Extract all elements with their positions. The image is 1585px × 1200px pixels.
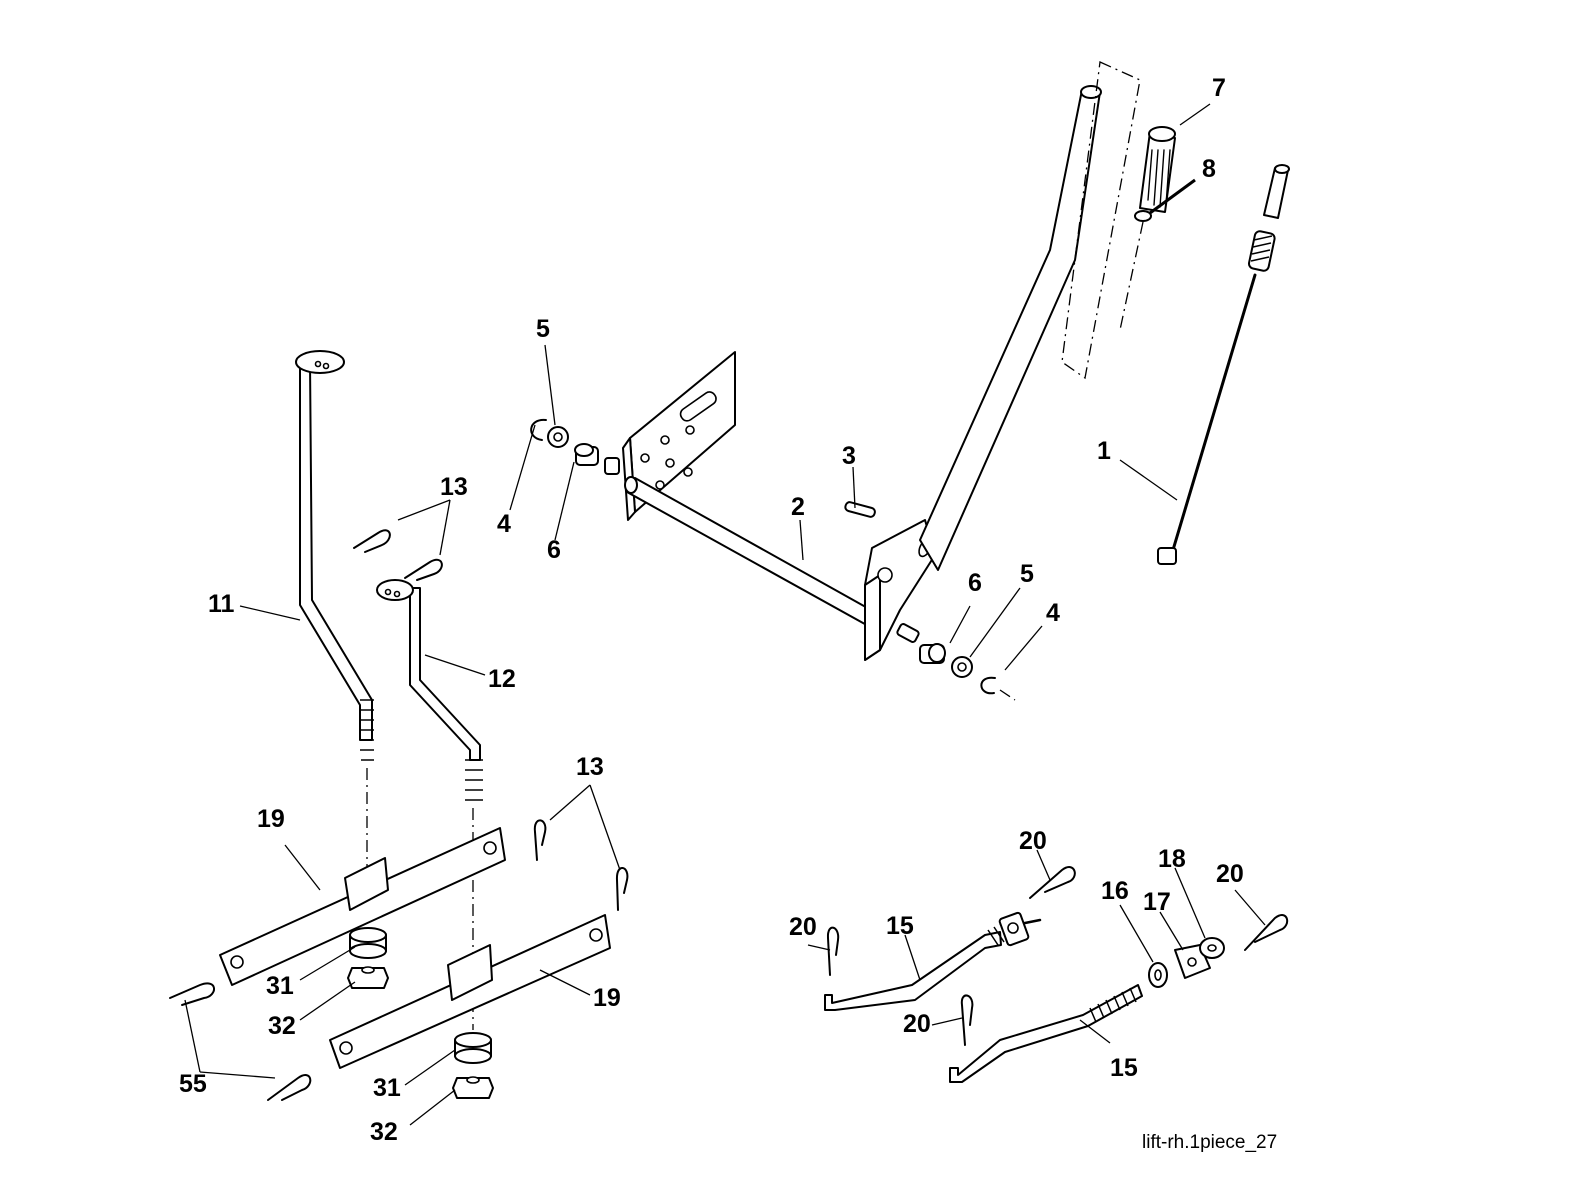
spacer-upper (349, 927, 387, 959)
callout-19-upper: 19 (257, 805, 285, 833)
callout-16: 16 (1101, 877, 1129, 905)
bushing-left (574, 443, 599, 466)
callout-20-top: 20 (1019, 827, 1047, 855)
ferrule-18 (1199, 937, 1225, 959)
bushing-right (919, 643, 946, 664)
lift-lever-arm (919, 89, 1101, 571)
lift-cable (1157, 164, 1290, 565)
nut-upper (347, 966, 389, 989)
callout-17: 17 (1143, 888, 1171, 916)
callout-31-upper: 31 (266, 972, 294, 1000)
handle-grip (1139, 126, 1176, 213)
callout-3: 3 (842, 442, 856, 470)
callout-11: 11 (208, 590, 235, 618)
callout-5-left: 5 (536, 315, 550, 343)
spacer-lower (454, 1032, 492, 1064)
hair-pin-55-a (169, 982, 215, 1006)
callout-6-left: 6 (547, 536, 561, 564)
adjust-rod-lower (949, 984, 1143, 1083)
hair-pin-20-a (1029, 866, 1076, 899)
callout-5-right: 5 (1020, 560, 1034, 588)
callout-32-upper: 32 (268, 1012, 296, 1040)
callout-20-left: 20 (789, 913, 817, 941)
hair-pin-13-b (404, 558, 443, 581)
callout-13-upper: 13 (440, 473, 468, 501)
callout-18: 18 (1158, 845, 1186, 873)
callout-19-lower: 19 (593, 984, 621, 1012)
leader-lines (184, 103, 1266, 1126)
callout-8: 8 (1202, 155, 1216, 183)
hair-pin-20-d (960, 994, 974, 1046)
callout-15-upper: 15 (886, 912, 914, 940)
callout-20-bottom: 20 (903, 1010, 931, 1038)
lift-arm-lower (329, 914, 611, 1069)
callout-2: 2 (791, 493, 805, 521)
e-clip-right (980, 676, 996, 695)
diagram-caption: lift-rh.1piece_27 (1142, 1132, 1277, 1153)
callout-4-right: 4 (1046, 599, 1060, 627)
washer-16 (1148, 962, 1168, 988)
lift-arm-upper (219, 827, 506, 986)
lift-shaft-assembly (604, 85, 1102, 661)
roll-pin (844, 501, 876, 518)
callout-31-lower: 31 (373, 1074, 401, 1102)
callout-20-right: 20 (1216, 860, 1244, 888)
hair-pin-13-c (533, 819, 547, 861)
callout-labels: 1 2 3 4 4 5 5 6 6 7 8 11 12 13 13 15 15 … (179, 74, 1244, 1146)
hair-pin-20-c (826, 926, 840, 976)
callout-13-lower: 13 (576, 753, 604, 781)
grip-insert (1134, 210, 1152, 222)
hair-pin-55-b (267, 1074, 312, 1101)
callout-55: 55 (179, 1070, 207, 1098)
lift-link-right (376, 579, 483, 801)
lift-shaft (626, 477, 881, 629)
callout-6-right: 6 (968, 569, 982, 597)
e-clip-left (530, 418, 547, 441)
hair-pin-20-b (1244, 914, 1289, 951)
nut-lower (452, 1076, 494, 1099)
handle-extension-outline (1061, 61, 1141, 380)
adjust-rod-upper (824, 911, 1042, 1011)
hair-pin-13-a (353, 529, 391, 553)
callout-7: 7 (1212, 74, 1226, 102)
lift-link-left (295, 350, 374, 761)
hair-pin-13-d (615, 867, 629, 911)
callout-12: 12 (488, 665, 516, 693)
callout-32-lower: 32 (370, 1118, 398, 1146)
callout-1: 1 (1097, 437, 1111, 465)
callout-15-lower: 15 (1110, 1054, 1138, 1082)
callout-4-left: 4 (497, 510, 511, 538)
